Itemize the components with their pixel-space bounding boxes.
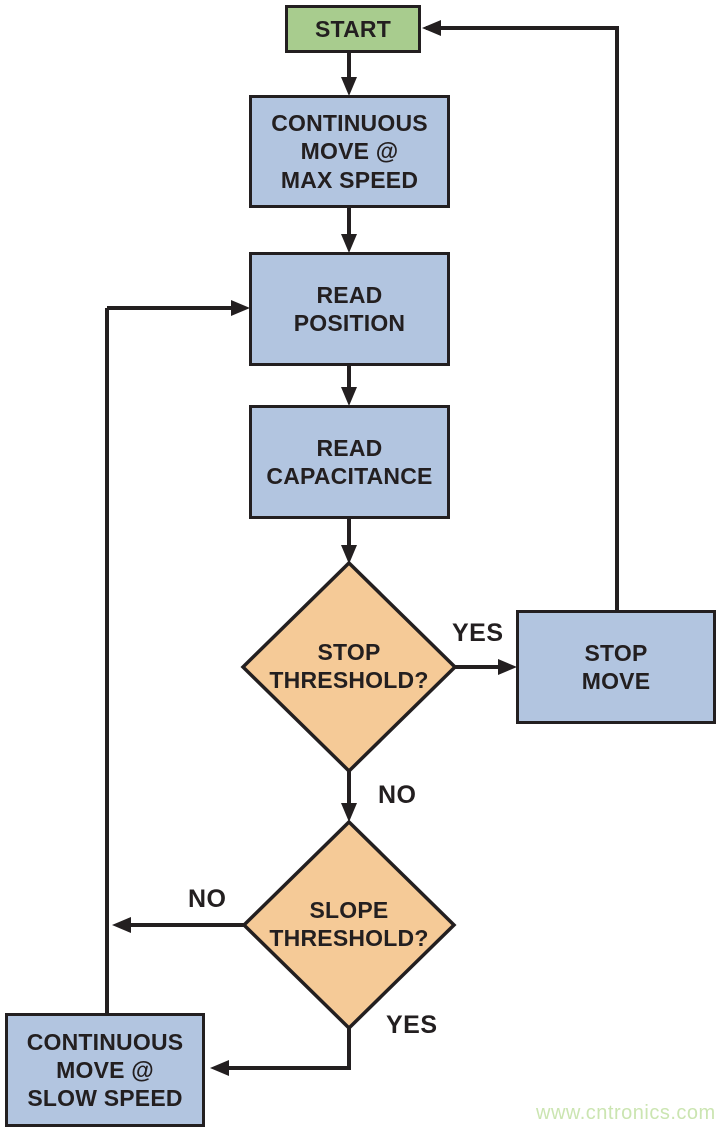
arrowhead-right-icon bbox=[498, 659, 517, 675]
watermark-text: www.cntronics.com bbox=[536, 1102, 716, 1124]
branch-label-slope-no: NO bbox=[188, 885, 227, 913]
node-stop-move: STOP MOVE bbox=[516, 610, 716, 724]
arrowhead-right-icon bbox=[231, 300, 250, 316]
node-label-line: STOP bbox=[584, 639, 648, 666]
branch-label-stop-yes: YES bbox=[452, 619, 504, 647]
node-label-line: MOVE @ bbox=[56, 1056, 154, 1083]
branch-label-slope-yes: YES bbox=[386, 1011, 438, 1039]
branch-label-stop-no: NO bbox=[378, 781, 417, 809]
node-label-line: SLOPE bbox=[309, 897, 389, 923]
node-label-line: MOVE @ bbox=[300, 138, 399, 165]
decision-slope-threshold-label: SLOPE THRESHOLD? bbox=[243, 896, 455, 952]
node-label-line: CONTINUOUS bbox=[271, 110, 428, 137]
node-label-line: MAX SPEED bbox=[280, 166, 419, 193]
decision-stop-threshold-label: STOP THRESHOLD? bbox=[243, 638, 455, 694]
node-label-line: CAPACITANCE bbox=[266, 463, 433, 489]
arrowhead-down-icon bbox=[341, 77, 357, 96]
arrowhead-left-icon bbox=[422, 20, 441, 36]
node-label-line: CONTINUOUS bbox=[26, 1028, 184, 1055]
node-label-line: MOVE bbox=[581, 668, 651, 694]
arrowhead-down-icon bbox=[341, 803, 357, 822]
node-label-line: STOP bbox=[317, 639, 381, 665]
node-label-line: THRESHOLD? bbox=[269, 925, 429, 952]
arrowhead-left-icon bbox=[210, 1060, 229, 1076]
node-continuous-move-max-speed: CONTINUOUS MOVE @ MAX SPEED bbox=[249, 95, 450, 208]
node-start: START bbox=[285, 5, 421, 53]
arrowhead-left-icon bbox=[112, 917, 131, 933]
node-label-line: READ bbox=[316, 434, 383, 461]
node-read-position: READ POSITION bbox=[249, 252, 450, 366]
arrowhead-down-icon bbox=[341, 545, 357, 564]
node-label-line: READ bbox=[316, 281, 383, 308]
node-continuous-move-slow-speed: CONTINUOUS MOVE @ SLOW SPEED bbox=[5, 1013, 205, 1127]
node-label-line: POSITION bbox=[293, 310, 406, 336]
arrowhead-down-icon bbox=[341, 387, 357, 406]
arrow-slope-yes-to-slowspeed bbox=[227, 1028, 351, 1070]
node-label-line: THRESHOLD? bbox=[269, 667, 429, 694]
node-read-capacitance: READ CAPACITANCE bbox=[249, 405, 450, 519]
arrowhead-down-icon bbox=[341, 234, 357, 253]
node-start-label: START bbox=[315, 15, 391, 42]
feedback-stopmove-to-start bbox=[426, 26, 619, 610]
node-label-line: SLOW SPEED bbox=[27, 1085, 183, 1112]
